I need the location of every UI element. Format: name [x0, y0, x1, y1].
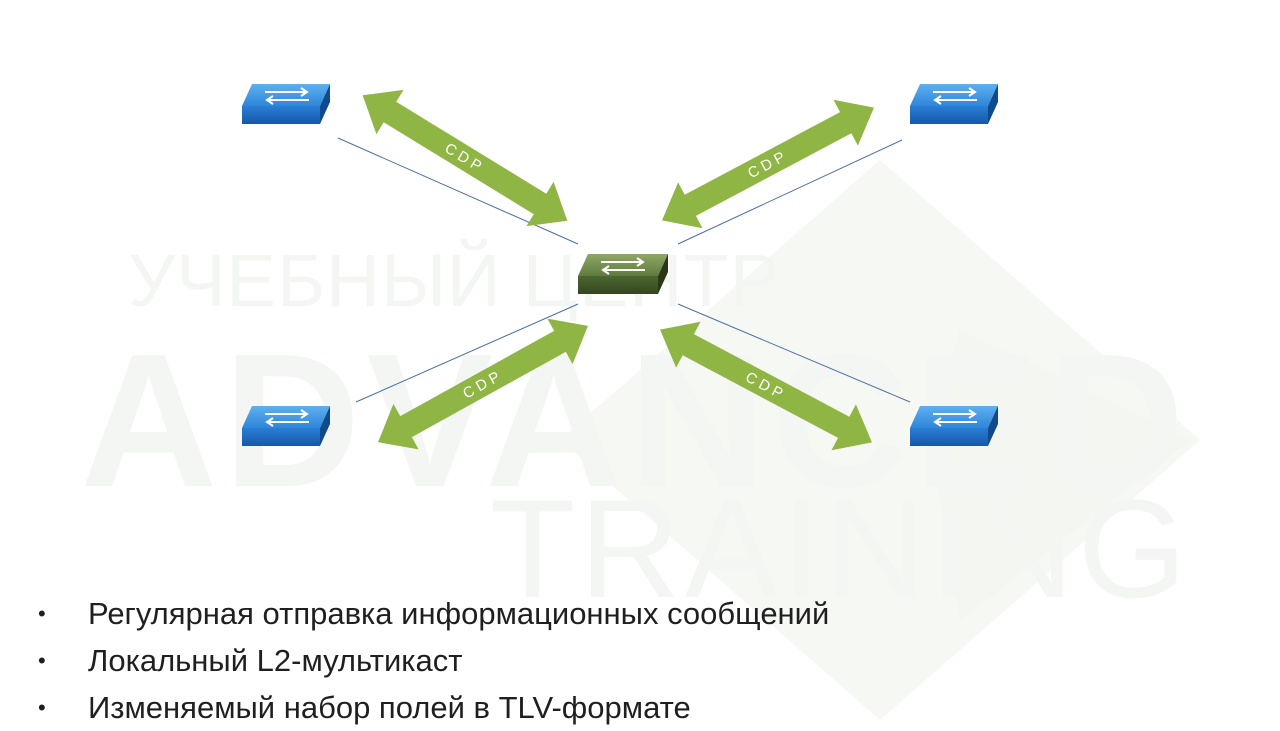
link-line-top-left	[337, 137, 579, 245]
bullet-list: • Регулярная отправка информационных сооб…	[34, 590, 829, 731]
link-line-bottom-right	[677, 303, 911, 403]
bullet-text: Изменяемый набор полей в TLV-формате	[88, 690, 691, 725]
bullet-text: Локальный L2-мультикаст	[88, 643, 463, 678]
bullet-item: • Регулярная отправка информационных сооб…	[34, 590, 829, 637]
link-line-bottom-left	[355, 303, 579, 403]
bullet-icon: •	[38, 695, 46, 720]
switch-icon	[910, 84, 998, 124]
bullet-text: Регулярная отправка информационных сообщ…	[88, 596, 830, 631]
bullet-item: • Изменяемый набор полей в TLV-формате	[34, 684, 829, 731]
bullet-icon: •	[38, 601, 46, 626]
bullet-item: • Локальный L2-мультикаст	[34, 637, 829, 684]
switch-icon	[910, 406, 998, 446]
bullet-icon: •	[38, 648, 46, 673]
switch-icon	[578, 254, 668, 294]
link-lines	[337, 137, 911, 403]
watermark-line3: TRAINING	[490, 470, 1191, 627]
switch-icon	[242, 84, 330, 124]
cdp-arrow-bottom-left: CDP	[378, 318, 588, 450]
watermark-line1: УЧЕБНЫЙ ЦЕНТР	[128, 239, 781, 322]
cdp-arrow-bottom-right: CDP	[660, 321, 872, 451]
switch-icon	[242, 406, 330, 446]
link-line-top-right	[677, 139, 903, 245]
